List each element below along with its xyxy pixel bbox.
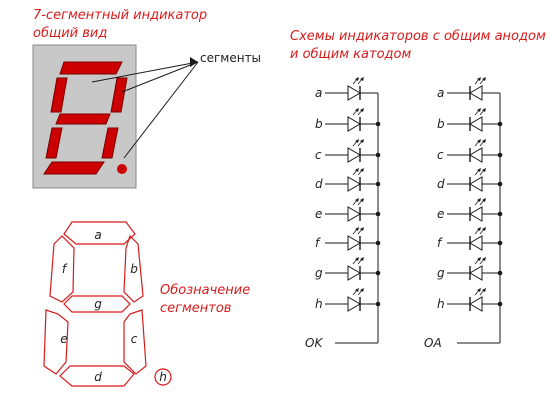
common-anode-emission-arrowhead <box>482 139 486 143</box>
segment-outline <box>43 221 147 387</box>
display-digit-8 <box>43 61 128 175</box>
common-anode-label-d: d <box>437 177 445 191</box>
common-cathode-label: OK <box>305 336 323 350</box>
segment-c <box>123 309 147 375</box>
common-anode-diode-h <box>469 296 483 312</box>
diode-schemes: a b c d e f g h a b c d e f g h <box>315 77 503 344</box>
common-cathode-label-c: c <box>315 148 322 162</box>
common-cathode-label-d: d <box>315 177 323 191</box>
common-anode-diode-b <box>469 116 483 132</box>
common-cathode-diode-e <box>347 206 361 222</box>
common-cathode-label-f: f <box>315 236 321 250</box>
display-dot <box>117 164 127 174</box>
common-cathode-emission-arrowhead <box>360 77 364 81</box>
common-cathode-emission-arrowhead <box>360 139 364 143</box>
common-anode-emission-arrowhead <box>482 77 486 81</box>
title-general-view: 7-сегментный индикатор общий вид <box>33 8 208 41</box>
common-cathode-emission-arrowhead <box>360 257 364 261</box>
common-cathode-label-a: a <box>315 86 322 100</box>
common-anode-emission-arrowhead <box>482 257 486 261</box>
seg-label-d: d <box>94 370 102 384</box>
common-cathode-emission-arrowhead <box>355 108 359 112</box>
common-cathode-diode-d <box>347 176 361 192</box>
common-anode-emission-arrowhead <box>482 168 486 172</box>
segment-g <box>63 295 131 313</box>
segment-e <box>43 309 69 375</box>
caption-segment-designation: Обозначение сегментов <box>160 283 251 316</box>
common-anode-label-e: e <box>437 207 444 221</box>
common-cathode-scheme: a b c d e f g h <box>315 77 381 344</box>
common-anode-label-f: f <box>437 236 443 250</box>
common-cathode-emission-arrowhead <box>355 139 359 143</box>
common-cathode-emission-arrowhead <box>360 198 364 202</box>
segments-callout: сегменты <box>200 51 261 65</box>
callout-lines <box>91 61 199 159</box>
common-anode-emission-arrowhead <box>477 198 481 202</box>
common-anode-diode-f <box>469 235 483 251</box>
seg-label-h: h <box>159 370 167 384</box>
common-anode-diode-a <box>469 85 483 101</box>
common-cathode-diode-g <box>347 265 361 281</box>
common-anode-label-c: c <box>437 148 444 162</box>
common-anode-diode-g <box>469 265 483 281</box>
common-anode-emission-arrowhead <box>477 77 481 81</box>
common-cathode-emission-arrowhead <box>355 227 359 231</box>
common-anode-label-h: h <box>437 297 445 311</box>
segment-b <box>123 234 144 303</box>
common-anode-diode-d <box>469 176 483 192</box>
seg-label-e: e <box>60 332 67 346</box>
common-cathode-emission-arrowhead <box>360 227 364 231</box>
segment-f <box>49 235 75 303</box>
common-anode-label-g: g <box>437 266 445 280</box>
common-anode-emission-arrowhead <box>482 288 486 292</box>
segment-d <box>59 365 135 387</box>
common-cathode-emission-arrowhead <box>360 108 364 112</box>
segment-labels: a b c d e f g <box>60 228 138 384</box>
common-cathode-label-h: h <box>315 297 323 311</box>
common-cathode-diode-f <box>347 235 361 251</box>
common-cathode-diode-b <box>347 116 361 132</box>
common-cathode-emission-arrowhead <box>355 257 359 261</box>
common-anode-label-a: a <box>437 86 444 100</box>
common-anode-emission-arrowhead <box>477 257 481 261</box>
seg-label-c: c <box>131 332 138 346</box>
common-cathode-emission-arrowhead <box>355 198 359 202</box>
common-anode-emission-arrowhead <box>477 168 481 172</box>
callout-arrow-head <box>190 57 198 67</box>
common-cathode-label-g: g <box>315 266 323 280</box>
seg-label-g: g <box>94 297 102 311</box>
common-cathode-diode-c <box>347 147 361 163</box>
common-anode-scheme: a b c d e f g h <box>437 77 503 344</box>
common-anode-emission-arrowhead <box>477 108 481 112</box>
segment-h-dot <box>154 368 172 386</box>
common-cathode-label-b: b <box>315 117 323 131</box>
common-cathode-label-e: e <box>315 207 322 221</box>
seg-label-a: a <box>94 228 101 242</box>
common-anode-emission-arrowhead <box>482 108 486 112</box>
common-cathode-emission-arrowhead <box>360 288 364 292</box>
common-anode-emission-arrowhead <box>482 198 486 202</box>
common-anode-diode-e <box>469 206 483 222</box>
common-cathode-emission-arrowhead <box>360 168 364 172</box>
title-schemes: Схемы индикаторов с общим анодом и общим… <box>290 29 546 62</box>
common-cathode-diode-a <box>347 85 361 101</box>
common-anode-emission-arrowhead <box>477 139 481 143</box>
segment-a <box>63 221 136 245</box>
common-anode-label-b: b <box>437 117 445 131</box>
common-anode-emission-arrowhead <box>477 288 481 292</box>
common-anode-emission-arrowhead <box>477 227 481 231</box>
common-cathode-emission-arrowhead <box>355 168 359 172</box>
seg-label-f: f <box>62 262 68 276</box>
common-cathode-emission-arrowhead <box>355 288 359 292</box>
common-anode-label: OA <box>424 336 442 350</box>
common-cathode-diode-h <box>347 296 361 312</box>
common-cathode-emission-arrowhead <box>355 77 359 81</box>
common-anode-emission-arrowhead <box>482 227 486 231</box>
seg-label-b: b <box>130 262 138 276</box>
common-anode-diode-c <box>469 147 483 163</box>
